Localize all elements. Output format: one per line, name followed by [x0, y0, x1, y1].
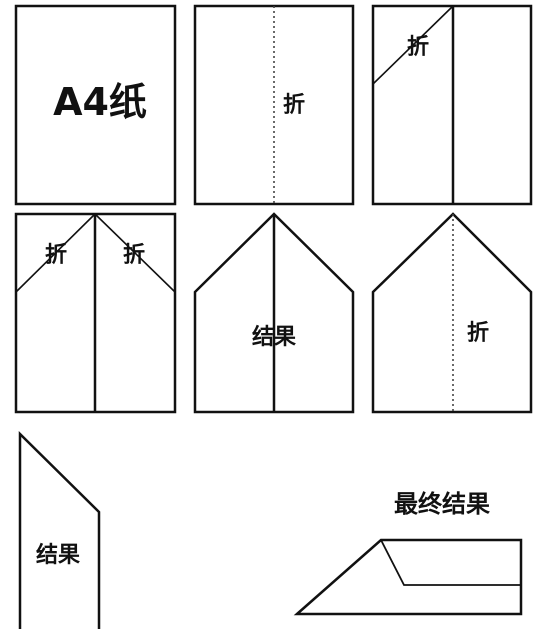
fold-label: 折 — [467, 321, 489, 346]
result-label: 结果 — [36, 542, 80, 568]
airplane-wing-line — [380, 539, 521, 586]
right-fold-label: 折 — [123, 243, 145, 268]
right-corner-fold-line — [94, 213, 176, 293]
a4-sheet-label: A4纸 — [53, 80, 147, 124]
step-result-pointed: 结果 — [193, 212, 355, 414]
step-a4-sheet: A4纸 — [14, 4, 177, 206]
left-corner-fold-line — [15, 213, 96, 293]
step-both-corners-fold: 折 折 — [14, 212, 177, 414]
pointed-sheet-outline — [371, 212, 533, 414]
fold-label: 折 — [283, 93, 305, 118]
step-corner-fold: 折 — [371, 4, 533, 206]
pointed-sheet-outline — [193, 212, 355, 414]
result-label: 结果 — [252, 324, 296, 350]
final-result-title: 最终结果 — [394, 490, 490, 518]
fold-label: 折 — [407, 35, 429, 60]
corner-fold-line — [372, 5, 454, 85]
airplane-body-outline — [293, 538, 523, 616]
final-result-airplane: 最终结果 — [293, 490, 523, 616]
a4-sheet-outline — [14, 4, 177, 206]
left-fold-label: 折 — [45, 243, 67, 268]
sheet-outline — [193, 4, 355, 206]
folded-outline — [18, 431, 101, 629]
step-center-fold: 折 — [193, 4, 355, 206]
step-fold-in-half: 折 — [371, 212, 533, 414]
step-folded-result: 结果 — [18, 431, 101, 629]
